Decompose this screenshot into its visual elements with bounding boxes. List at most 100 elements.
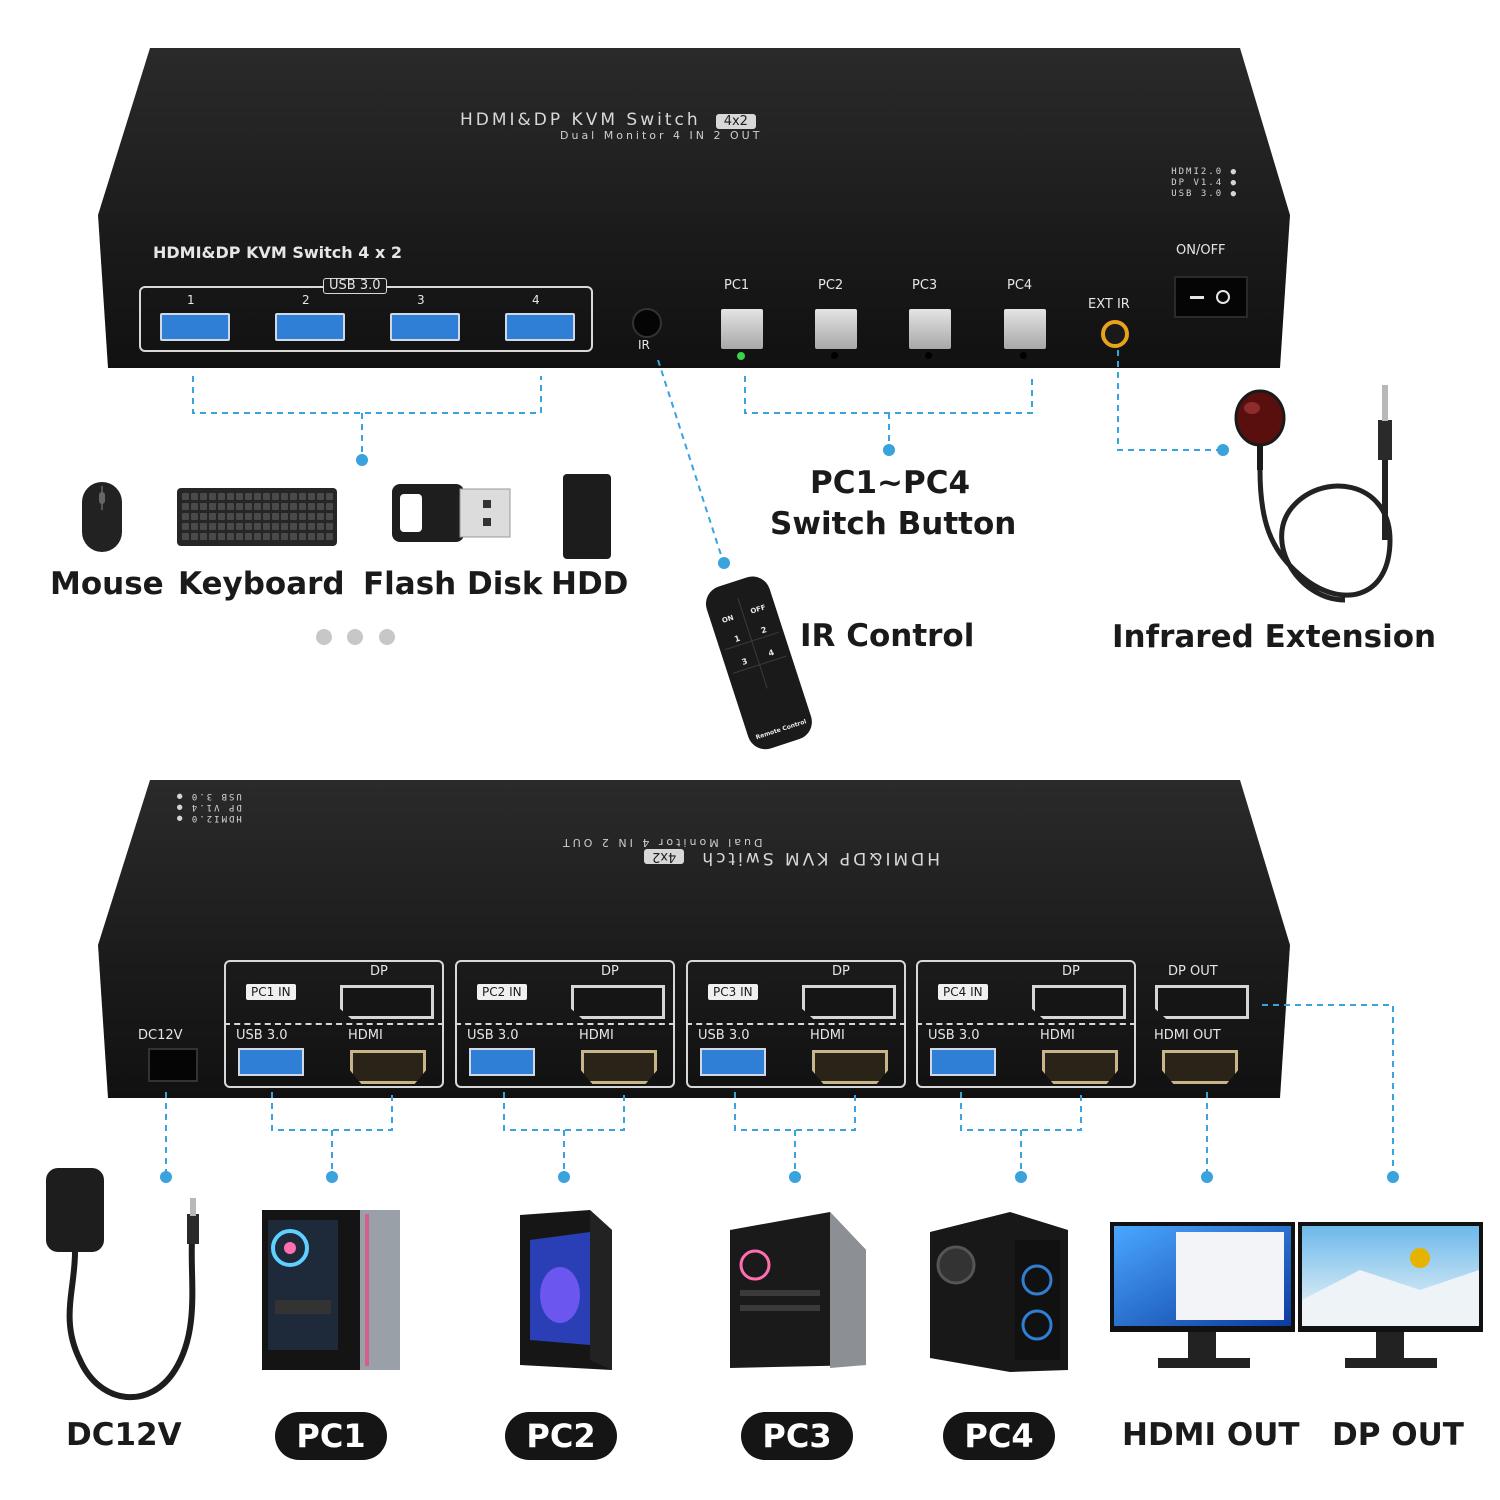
keyboard-key	[191, 503, 198, 510]
power-switch[interactable]	[1174, 276, 1248, 318]
keyboard-key	[236, 503, 243, 510]
keyboard-key	[182, 513, 189, 520]
keyboard-key	[281, 523, 288, 530]
power-adapter-icon	[46, 1168, 199, 1401]
pc4-tower-icon	[930, 1212, 1068, 1372]
keyboard-key	[209, 533, 216, 540]
dp-in-label: DP	[601, 964, 619, 979]
keyboard-key	[227, 503, 234, 510]
hdmi-in-label: HDMI	[579, 1028, 614, 1043]
hdmi-out-monitor-icon	[1110, 1222, 1295, 1368]
remote-control-icon: ON OFF 1 2 3 4 Remote Control	[705, 576, 812, 750]
group-separator	[916, 1023, 1136, 1025]
dp-in-port[interactable]	[340, 985, 434, 1019]
usb-in-port[interactable]	[700, 1048, 766, 1076]
dp-in-label: DP	[370, 964, 388, 979]
keyboard-key	[326, 493, 333, 500]
dp-in-port[interactable]	[1032, 985, 1126, 1019]
keyboard-key	[200, 523, 207, 530]
keyboard-key	[263, 523, 270, 530]
keyboard-key	[218, 513, 225, 520]
keyboard-key	[236, 513, 243, 520]
pc1-led-icon	[737, 352, 745, 360]
usb-port-1[interactable]	[160, 313, 230, 341]
infrared-extension-label: Infrared Extension	[1112, 619, 1437, 655]
hdmi-in-port[interactable]	[581, 1050, 657, 1084]
spec-usb: USB 3.0	[1171, 189, 1224, 199]
keyboard-key	[263, 493, 270, 500]
pc-in-label: PC3 IN	[708, 984, 758, 1000]
pc-in-label: PC2 IN	[477, 984, 527, 1000]
keyboard-key	[227, 513, 234, 520]
hdmi-in-port[interactable]	[812, 1050, 888, 1084]
keyboard-key	[308, 493, 315, 500]
pc4-switch-button[interactable]	[1004, 309, 1046, 349]
keyboard-key	[308, 533, 315, 540]
group-separator	[455, 1023, 675, 1025]
keyboard-key	[308, 503, 315, 510]
usb-in-port[interactable]	[930, 1048, 996, 1076]
dp-in-port[interactable]	[571, 985, 665, 1019]
dp-out-port[interactable]	[1155, 985, 1249, 1019]
hdd-icon	[563, 474, 611, 559]
pc4-callout-line	[960, 1092, 1082, 1172]
keyboard-key	[263, 503, 270, 510]
usb-in-label: USB 3.0	[467, 1028, 519, 1043]
keyboard-key	[218, 533, 225, 540]
keyboard-key	[299, 513, 306, 520]
keyboard-key	[254, 503, 261, 510]
keyboard-key	[236, 533, 243, 540]
keyboard-key	[218, 503, 225, 510]
pc2-switch-button[interactable]	[815, 309, 857, 349]
usb-port-2[interactable]	[275, 313, 345, 341]
keyboard-key	[227, 523, 234, 530]
keyboard-key	[200, 533, 207, 540]
dp-out-callout-line	[1262, 1004, 1394, 1172]
pc-button-bracket-dot	[883, 444, 895, 456]
pc1-badge: PC1	[275, 1412, 387, 1460]
pc-in-label: PC4 IN	[938, 984, 988, 1000]
pc2-callout-dot	[558, 1171, 570, 1183]
front-top-title: HDMI&DP KVM Switch	[460, 110, 701, 130]
ext-ir-port-icon[interactable]	[1101, 320, 1129, 348]
usb-bracket-line	[192, 376, 542, 414]
keyboard-key	[209, 493, 216, 500]
usb-in-label: USB 3.0	[928, 1028, 980, 1043]
hdmi-in-label: HDMI	[810, 1028, 845, 1043]
keyboard-key	[245, 493, 252, 500]
usb-bracket-dot	[356, 454, 368, 466]
dp-in-port[interactable]	[802, 985, 896, 1019]
keyboard-key	[317, 533, 324, 540]
front-top-label: HDMI&DP KVM Switch 4x2	[460, 110, 940, 130]
usb-port-4[interactable]	[505, 313, 575, 341]
keyboard-key	[218, 493, 225, 500]
rear-dc-label: DC12V	[138, 1028, 183, 1043]
keyboard-key	[317, 503, 324, 510]
keyboard-key	[263, 533, 270, 540]
pc1-switch-button[interactable]	[721, 309, 763, 349]
keyboard-key	[227, 533, 234, 540]
pc3-callout-line	[734, 1092, 856, 1172]
hdmi-in-port[interactable]	[1042, 1050, 1118, 1084]
mouse-icon	[82, 482, 122, 552]
keyboard-key	[200, 503, 207, 510]
ext-ir-label: EXT IR	[1088, 297, 1130, 312]
usb-port-3[interactable]	[390, 313, 460, 341]
pc3-switch-button[interactable]	[909, 309, 951, 349]
keyboard-key	[290, 533, 297, 540]
keyboard-key	[272, 533, 279, 540]
dc-power-port[interactable]	[148, 1048, 198, 1082]
pc3-badge: PC3	[741, 1412, 853, 1460]
hdmi-out-port[interactable]	[1162, 1050, 1238, 1084]
dc-callout-dot	[160, 1171, 172, 1183]
switch-button-label-line2: Switch Button	[770, 506, 1017, 542]
usb-in-port[interactable]	[469, 1048, 535, 1076]
usb-in-port[interactable]	[238, 1048, 304, 1076]
pc4-led-icon	[1020, 352, 1027, 359]
hdmi-in-port[interactable]	[350, 1050, 426, 1084]
pc3-tower-icon	[730, 1212, 866, 1368]
keyboard-key	[308, 523, 315, 530]
pc1-tower-icon	[262, 1210, 400, 1370]
